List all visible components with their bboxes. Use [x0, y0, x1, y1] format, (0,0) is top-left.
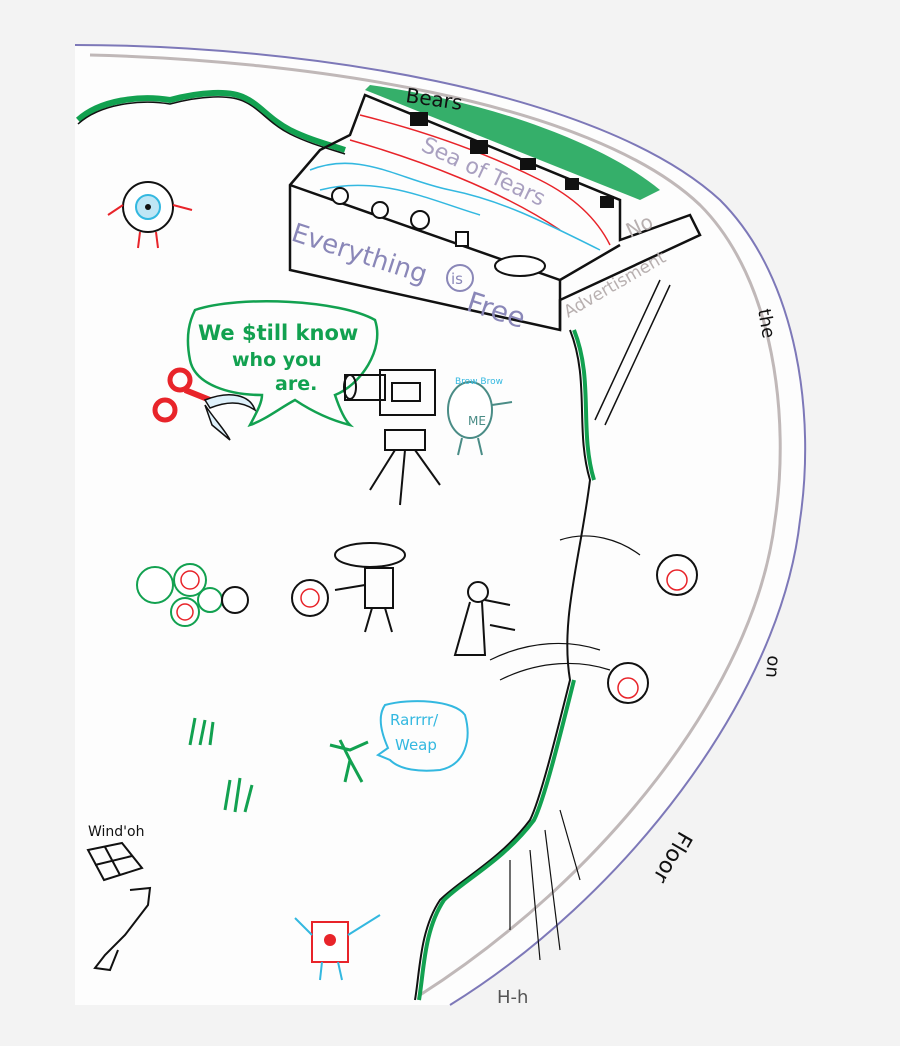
hedge: [75, 89, 346, 153]
speech-line-3: are.: [275, 373, 317, 395]
dollar-signs: [176, 569, 688, 699]
rarr-line-1: Rarrrr/: [390, 711, 439, 729]
bleachers-green: [365, 85, 660, 200]
floor-label: Floor: [647, 827, 696, 888]
window: [86, 841, 144, 882]
cliff-edge: [414, 329, 592, 1001]
eyeball-monster: [107, 181, 193, 249]
speech-bubble: [186, 300, 379, 428]
green-creature: [329, 739, 369, 783]
falling-figure: [93, 886, 152, 972]
hedge-outline: [77, 96, 346, 155]
the-label: the: [753, 307, 779, 340]
camera: [343, 369, 441, 506]
brow-brow-label: Brow Brow: [455, 377, 503, 387]
cliff-lines: [509, 809, 581, 961]
ramp: [594, 279, 671, 426]
swimmers: [331, 187, 546, 277]
scissors: [152, 367, 257, 441]
is-circle: [446, 264, 474, 292]
brow-brow-character: [447, 381, 513, 456]
cloaked-figure: [453, 581, 516, 656]
floor-line: [89, 53, 782, 997]
money-bags-black: [221, 554, 698, 704]
rarr-bubble: [375, 700, 469, 772]
motion-lines: [489, 535, 641, 681]
tears-cyan: [309, 162, 601, 251]
me-label: ME: [468, 414, 486, 428]
money-bags: [136, 563, 223, 627]
windoh-label: Wind'oh: [88, 824, 144, 840]
tears-red: [349, 114, 611, 246]
hat-figure: [334, 542, 406, 633]
square-creature: [294, 914, 381, 981]
rarr-line-2: Weap: [395, 736, 437, 754]
cliff-grass: [417, 329, 596, 1001]
on-label: on: [761, 655, 784, 679]
signature: H-h: [497, 987, 528, 1008]
is-label: is: [451, 270, 463, 288]
grass-tuft: [188, 717, 254, 813]
paper-outer-edge: [74, 44, 807, 1006]
pool-box: [288, 93, 702, 332]
speech-line-1: We $till know: [198, 321, 358, 345]
speech-line-2: who you: [232, 349, 322, 371]
bears: [410, 112, 614, 208]
paper-sheet: [75, 45, 806, 1005]
